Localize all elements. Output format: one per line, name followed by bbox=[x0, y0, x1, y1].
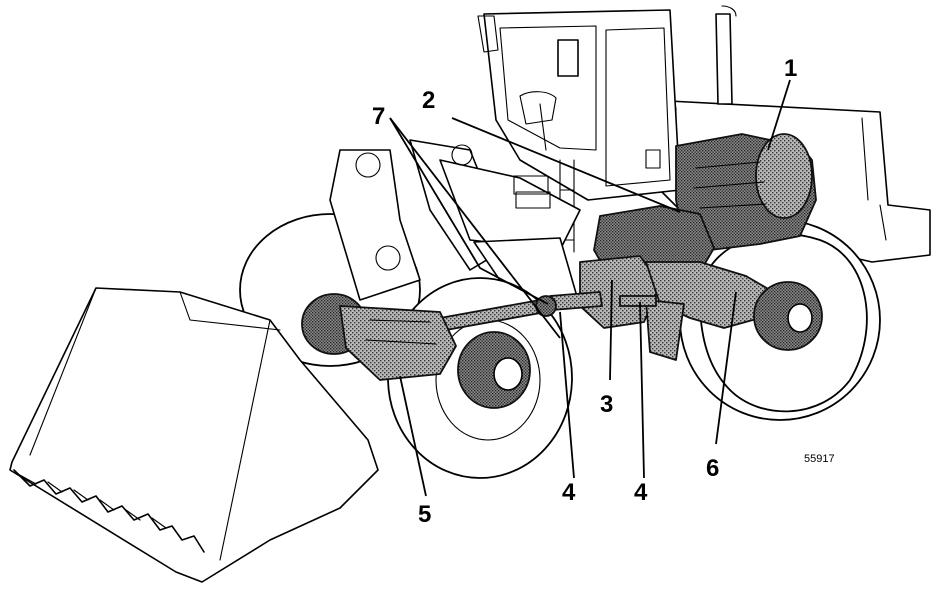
bucket bbox=[9, 287, 379, 583]
front-axle bbox=[301, 293, 531, 409]
leader-6 bbox=[715, 291, 737, 445]
callout-2: 2 bbox=[422, 87, 435, 114]
callout-6: 6 bbox=[706, 455, 719, 482]
figure-number: 55917 bbox=[804, 453, 835, 465]
leader-5 bbox=[399, 375, 427, 497]
leader-3 bbox=[609, 279, 613, 381]
leader-7b bbox=[389, 117, 561, 339]
callout-labels: 1 2 3 4 4 5 6 7 55917 bbox=[372, 55, 835, 528]
leader-2 bbox=[451, 117, 681, 213]
callout-3: 3 bbox=[600, 391, 613, 418]
callout-1: 1 bbox=[784, 55, 797, 82]
engine bbox=[675, 133, 817, 251]
loader-frame bbox=[329, 139, 581, 311]
callout-4b: 4 bbox=[634, 479, 648, 506]
leader-lines bbox=[389, 79, 791, 497]
rear-axle bbox=[645, 261, 823, 361]
leader-4a bbox=[559, 311, 575, 479]
callout-5: 5 bbox=[418, 501, 431, 528]
leader-1 bbox=[767, 79, 791, 151]
leader-4b bbox=[639, 301, 645, 479]
callout-4a: 4 bbox=[562, 479, 576, 506]
callout-7: 7 bbox=[372, 103, 385, 130]
